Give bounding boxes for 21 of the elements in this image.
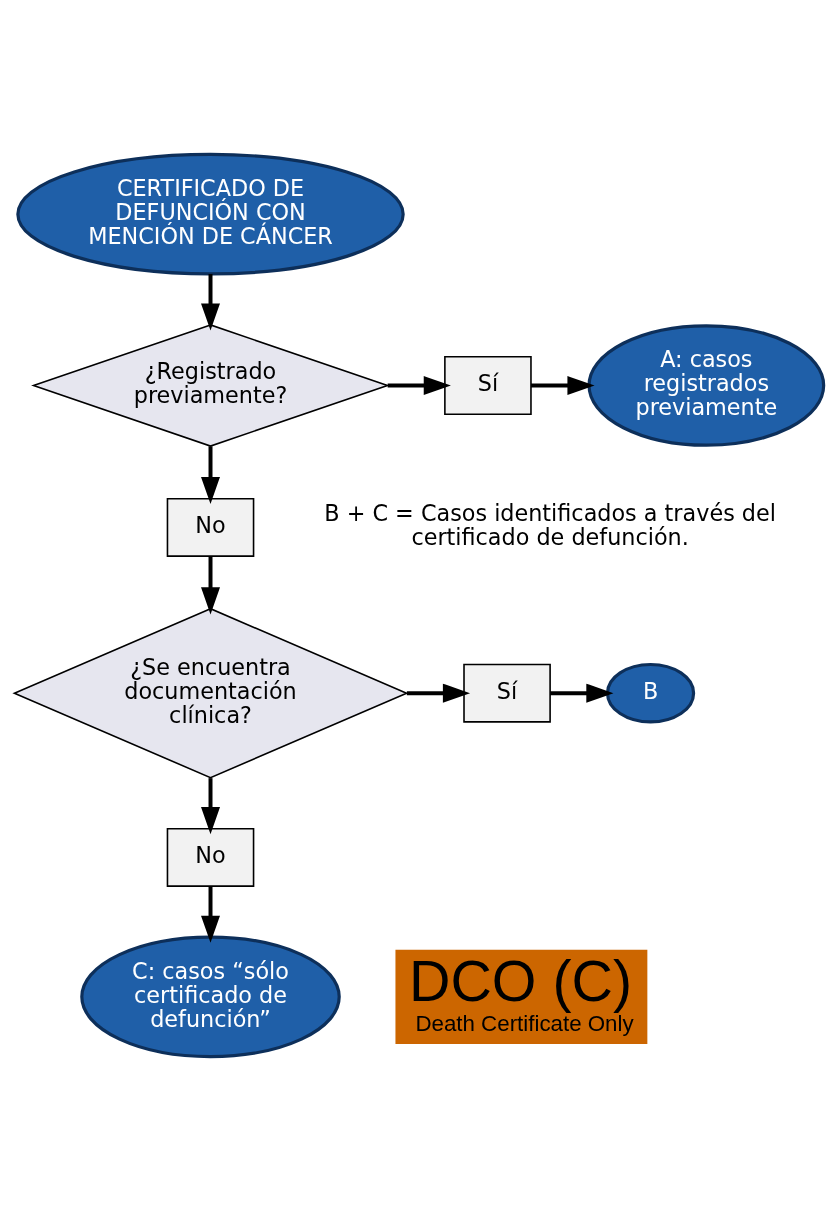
arrow	[387, 375, 451, 395]
arrow	[201, 273, 221, 331]
node-diamond: ¿Se encuentra documentación clínica?	[12, 607, 409, 779]
arrow	[201, 445, 221, 504]
arrow	[201, 886, 221, 943]
node-box: DCO (C) Death Certificate Only	[395, 949, 648, 1044]
node-box: Sí	[444, 355, 532, 415]
node-box: No	[166, 497, 255, 557]
node-box: No	[166, 827, 255, 887]
node-diamond: ¿Registrado previamente?	[31, 323, 390, 447]
label: B + C = Casos identificados a través del certificado de defunción.	[324, 499, 776, 550]
node-box: Sí	[463, 663, 551, 723]
arrow	[201, 556, 221, 614]
node-ellipse: CERTIFICADO DE DEFUNCIÓN CON MENCIÓN DE CÁNCER	[16, 152, 405, 275]
node-ellipse: B	[605, 662, 696, 723]
node-ellipse: C: casos “sólo certificado de defunción”	[80, 935, 341, 1058]
arrow	[531, 375, 595, 395]
arrow	[550, 683, 614, 703]
arrow	[406, 683, 471, 703]
arrow	[201, 777, 221, 834]
node-ellipse: A: casos registrados previamente	[587, 323, 826, 447]
